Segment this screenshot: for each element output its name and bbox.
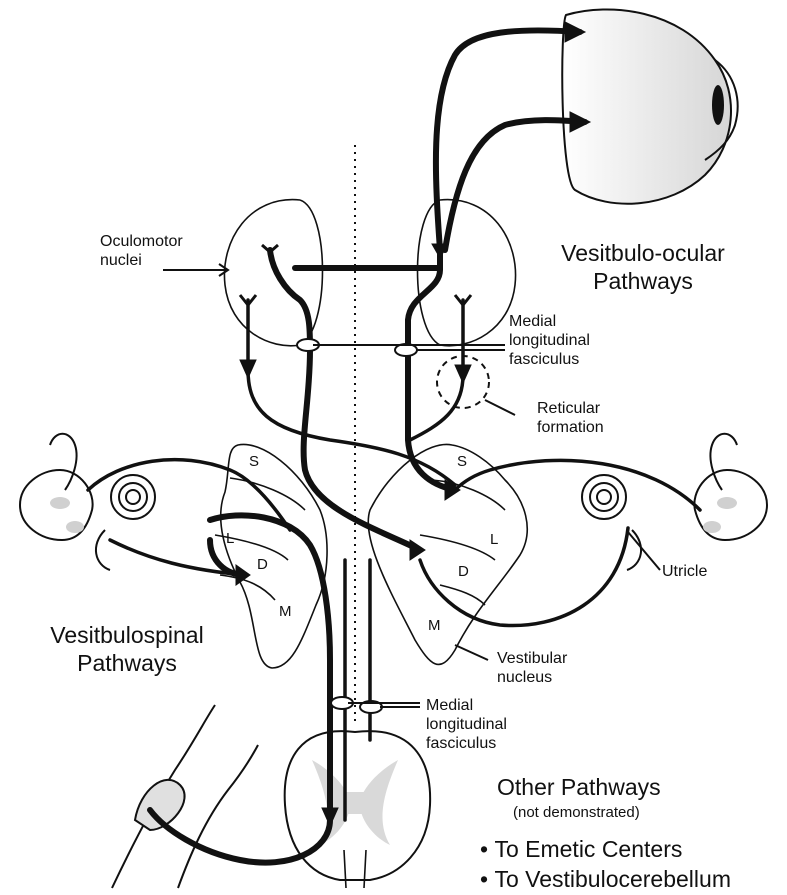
vor-title-line1: Vesitbulo-ocular (538, 240, 748, 268)
left-nucleus-s: S (249, 453, 259, 471)
eye (562, 9, 737, 203)
mlf-bottom-label: Medial longitudinal fasciculus (426, 697, 507, 754)
vestibulospinal-title: Vesitbulospinal Pathways (22, 622, 232, 677)
mlf-top-line3: fasciculus (509, 351, 590, 370)
vestibular-nucleus-label: Vestibular nucleus (497, 650, 567, 688)
vestibular-nucleus-line1: Vestibular (497, 650, 567, 669)
left-nucleus-d: D (257, 556, 268, 574)
mlf-bottom-line1: Medial (426, 697, 507, 716)
mlf-top-line1: Medial (509, 313, 590, 332)
reticular-line2: formation (537, 419, 604, 438)
vestibulo-ocular-title: Vesitbulo-ocular Pathways (538, 240, 748, 295)
right-nucleus-l: L (490, 531, 498, 549)
mlf-bottom-line2: longitudinal (426, 716, 507, 735)
other-pathways-subtitle: (not demonstrated) (513, 804, 640, 822)
inner-ear-right (582, 434, 767, 570)
right-nucleus-d: D (458, 563, 469, 581)
vor-title-line2: Pathways (538, 268, 748, 296)
oculomotor-label-line1: Oculomotor (100, 233, 183, 252)
right-nucleus-s: S (457, 453, 467, 471)
pupil (712, 85, 724, 125)
right-nucleus-m: M (428, 617, 441, 635)
other-pathways-title: Other Pathways (497, 774, 661, 802)
left-nucleus-m: M (279, 603, 292, 621)
vestibular-nucleus-line2: nucleus (497, 669, 567, 688)
spinal-cord (285, 731, 430, 888)
other-item-emetic: To Emetic Centers (480, 836, 682, 864)
mlf-top-label: Medial longitudinal fasciculus (509, 313, 590, 370)
mlf-top-line2: longitudinal (509, 332, 590, 351)
oculomotor-label-line2: nuclei (100, 252, 183, 271)
reticular-formation-label: Reticular formation (537, 400, 604, 438)
utricle-label: Utricle (662, 563, 707, 582)
mlf-bottom-line3: fasciculus (426, 735, 507, 754)
vsp-title-line2: Pathways (22, 650, 232, 678)
reticular-line1: Reticular (537, 400, 604, 419)
vsp-title-line1: Vesitbulospinal (22, 622, 232, 650)
oculomotor-nuclei-label: Oculomotor nuclei (100, 233, 183, 271)
other-item-vestibulocerebellum: To Vestibulocerebellum (480, 866, 731, 894)
mlf-rings (297, 339, 417, 713)
left-nucleus-l: L (226, 530, 234, 548)
oculomotor-nuclei-right (418, 200, 516, 346)
